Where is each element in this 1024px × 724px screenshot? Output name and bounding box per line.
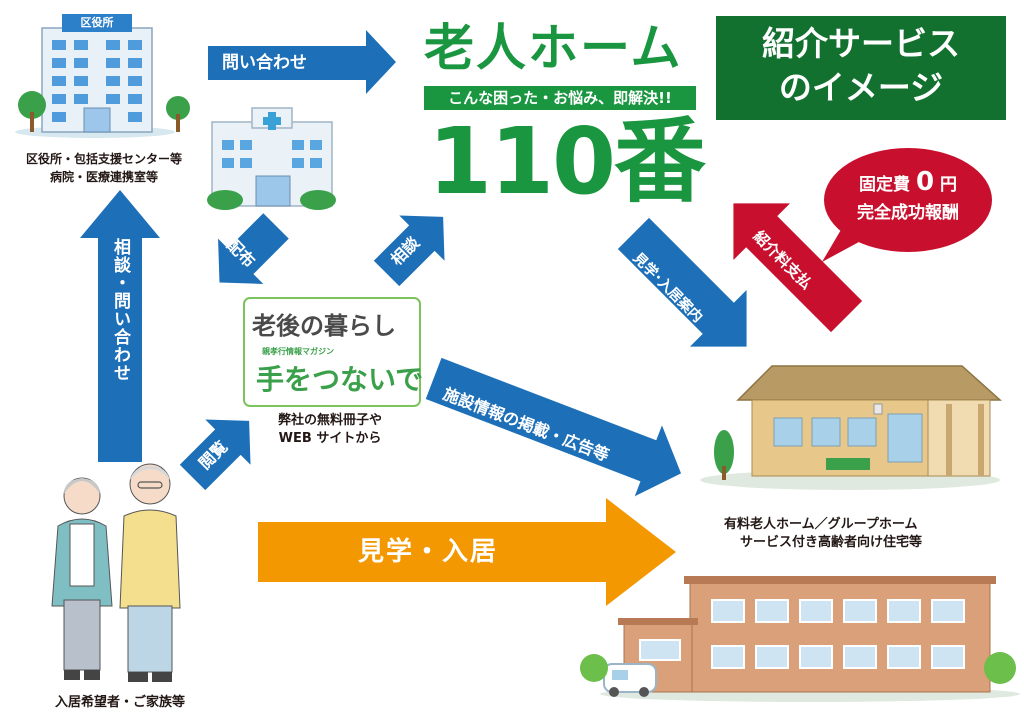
arrow-consult: [373, 215, 445, 287]
senior-housing-building: [580, 576, 1020, 702]
magazine-caption-line1: 弊社の無料冊子や: [277, 413, 382, 428]
fee-fixed-label: 固定費: [859, 175, 911, 195]
fee-bubble: [822, 148, 992, 262]
arrow-view: [179, 419, 251, 491]
arrow-consult-inquiry: [80, 190, 160, 462]
fee-zero: 0: [915, 167, 935, 197]
elderly-couple-illustration: [51, 463, 181, 682]
intro-badge-line2: のイメージ: [778, 68, 944, 107]
care-home-building: [700, 365, 1002, 490]
arrow-inquiry-top: [208, 30, 396, 94]
magazine-caption: 弊社の無料冊子や WEB サイトから: [260, 412, 400, 448]
arrow-tour-guide: [617, 217, 747, 347]
arrow-consult-inquiry-label: 相談・問い合わせ: [110, 238, 130, 382]
hospital-building: [207, 107, 336, 210]
intro-badge: [716, 16, 1006, 120]
gov-caption: 区役所・包括支援センター等 病院・医療連携室等: [8, 150, 200, 186]
ward-office-sign: 区役所: [80, 16, 114, 29]
arrow-tour-move-in: [258, 498, 676, 606]
fee-bubble-line1: 固定費 0 円: [828, 168, 988, 199]
brand-title: 老人ホーム: [424, 19, 683, 77]
arrow-fee-payment: [733, 203, 863, 333]
arrow-tour-move-in-label: 見学・入居: [358, 537, 499, 567]
magazine-title: 老後の暮らし: [252, 311, 396, 340]
intro-badge-line1: 紹介サービス: [762, 24, 960, 63]
fee-yen: 円: [939, 175, 957, 195]
facility-caption-line1: 有料老人ホーム／グループホーム: [724, 517, 918, 532]
magazine-name: 手をつないで: [256, 363, 424, 396]
arrow-inquiry-top-label: 問い合わせ: [222, 53, 307, 73]
magazine-card: [243, 297, 421, 407]
gov-caption-line2: 病院・医療連携室等: [49, 170, 158, 184]
fee-bubble-line2: 完全成功報酬: [857, 203, 959, 223]
brand-number: 110番: [428, 108, 706, 215]
fee-bubble-text: 固定費 0 円 完全成功報酬: [828, 168, 988, 227]
facility-caption: 有料老人ホーム／グループホーム サービス付き高齢者向け住宅等: [724, 516, 964, 552]
family-caption: 入居希望者・ご家族等: [54, 695, 185, 710]
ward-office-building: [15, 14, 190, 138]
intro-badge-text: 紹介サービス のイメージ: [716, 22, 1006, 110]
arrow-listing: [425, 357, 682, 497]
gov-caption-line1: 区役所・包括支援センター等: [25, 152, 182, 166]
arrow-distribute: [218, 213, 289, 284]
facility-caption-line2: サービス付き高齢者向け住宅等: [740, 535, 923, 550]
brand-tagline: こんな困った・お悩み、即解決!!: [424, 86, 696, 110]
magazine-subtitle: 親孝行情報マガジン: [262, 347, 334, 356]
magazine-caption-line2: WEB サイトから: [278, 431, 382, 446]
